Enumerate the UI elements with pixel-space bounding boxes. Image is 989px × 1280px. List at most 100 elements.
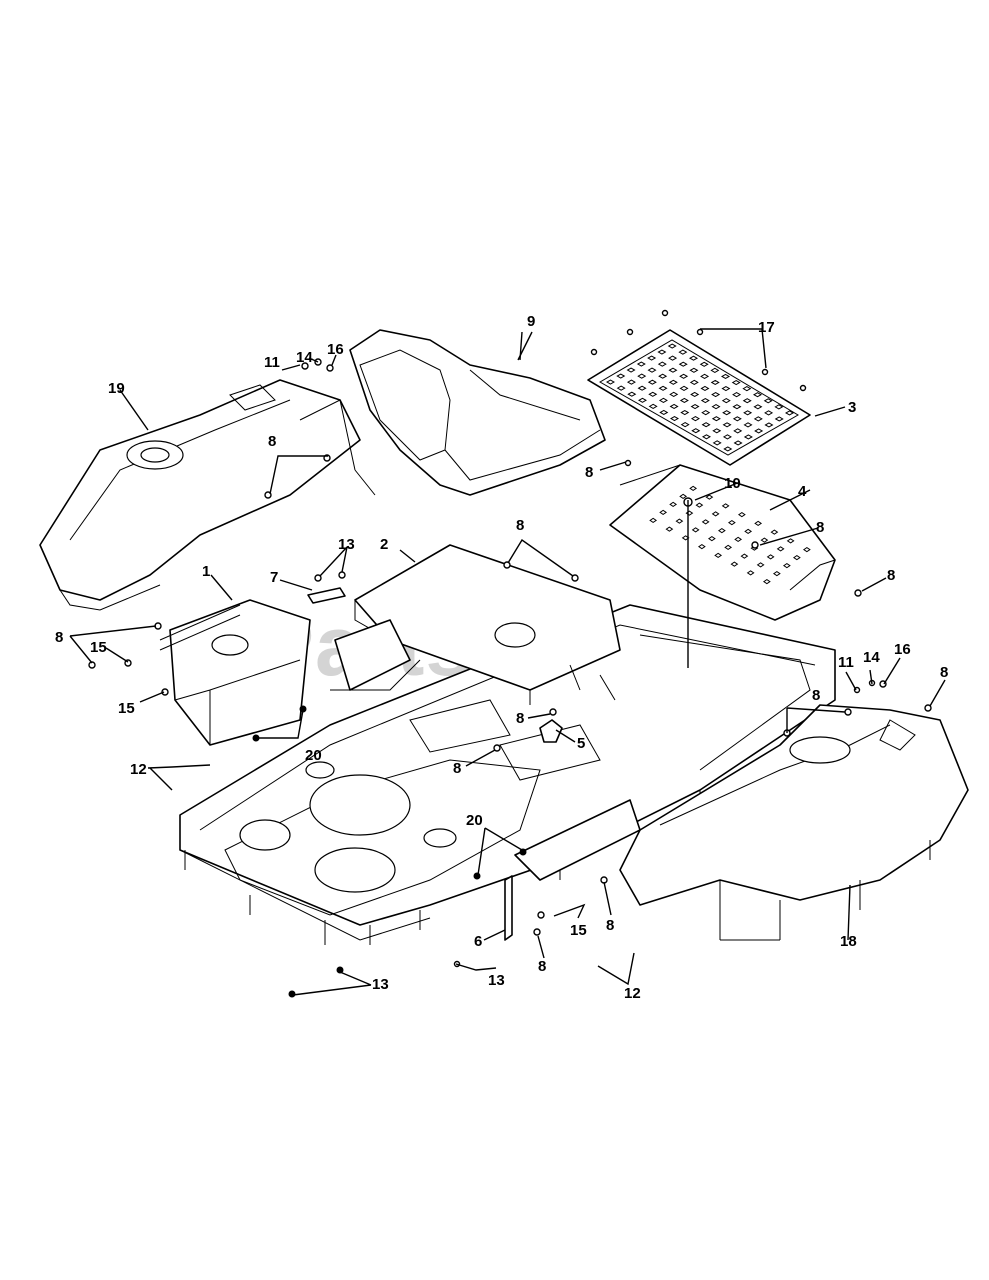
- callout-13: 13: [488, 972, 505, 989]
- grille-diamond: [712, 428, 722, 434]
- grille-diamond: [669, 501, 678, 507]
- grille-diamond: [707, 536, 716, 542]
- callout-8: 8: [268, 433, 276, 450]
- grille-diamond: [626, 367, 636, 373]
- grille-diamond: [679, 385, 689, 391]
- grille-diamond: [792, 555, 801, 561]
- grille-diamond: [700, 385, 710, 392]
- grille-diamond: [689, 367, 699, 373]
- grille-diamond: [647, 355, 657, 361]
- part-18-right-fender: [619, 704, 969, 941]
- grille-diamond: [668, 379, 678, 385]
- grille-diamond: [722, 422, 732, 428]
- grille-diamond: [742, 398, 752, 404]
- callout-18: 18: [840, 933, 857, 950]
- part-6-strap: [504, 875, 513, 941]
- grille-diamond: [742, 386, 752, 392]
- callout-4: 4: [798, 483, 807, 500]
- grille-diamond: [659, 409, 669, 416]
- callout-15: 15: [90, 639, 107, 656]
- grille-diamond: [616, 385, 626, 391]
- callout-8: 8: [538, 958, 546, 975]
- callout-8: 8: [887, 567, 895, 584]
- callout-8: 8: [606, 917, 614, 934]
- grille-diamond: [689, 379, 699, 385]
- part-9-seat: [349, 329, 606, 496]
- grille-diamond: [690, 416, 700, 422]
- callout-16: 16: [327, 341, 344, 358]
- grille-diamond: [743, 434, 753, 440]
- grille-diamond: [753, 392, 763, 398]
- grille-diamond: [658, 397, 668, 403]
- grille-diamond: [711, 404, 721, 410]
- grille-diamond: [754, 520, 763, 526]
- callout-8: 8: [453, 760, 461, 777]
- part-4-foot-plate: [609, 464, 836, 621]
- part-2-center-panel: [330, 544, 621, 705]
- grille-diamond: [743, 422, 753, 428]
- grille-diamond: [711, 416, 721, 422]
- grille-diamond: [691, 527, 700, 533]
- callout-20: 20: [466, 812, 483, 829]
- grille-diamond: [710, 367, 720, 373]
- callout-13: 13: [338, 536, 355, 553]
- grille-diamond: [680, 409, 690, 416]
- grille-diamond: [657, 361, 667, 367]
- right-rail: [514, 799, 641, 881]
- grille-diamond: [732, 392, 742, 398]
- main-frame: [179, 604, 836, 945]
- grille-diamond: [648, 403, 658, 409]
- callout-14: 14: [296, 349, 313, 366]
- grille-diamond: [680, 422, 690, 428]
- grille-diamond: [785, 410, 795, 416]
- grille-diamond: [637, 397, 647, 403]
- grille-diamond: [733, 440, 743, 446]
- grille-diamond: [731, 379, 741, 386]
- grille-diamond: [648, 391, 658, 397]
- grille-diamond: [727, 520, 736, 526]
- callout-13: 13: [372, 976, 389, 993]
- callout-3: 3: [848, 399, 856, 416]
- grille-diamond: [782, 563, 791, 569]
- grille-diamond: [754, 428, 764, 434]
- grille-diamond: [690, 391, 700, 398]
- callout-8: 8: [55, 629, 63, 646]
- grille-diamond: [695, 502, 704, 508]
- grille-diamond: [724, 544, 733, 550]
- part-1-left-bracket: [159, 599, 311, 746]
- callout-5: 5: [577, 735, 585, 752]
- grille-diamond: [678, 349, 688, 355]
- grille-diamond: [636, 361, 646, 367]
- grille-diamond: [700, 373, 710, 379]
- grille-diamond: [730, 561, 739, 567]
- grille-diamond: [756, 562, 765, 568]
- callout-8: 8: [816, 519, 824, 536]
- grille-diamond: [744, 528, 753, 534]
- grille-diamond: [647, 379, 657, 385]
- callout-8: 8: [585, 464, 593, 481]
- grille-diamond: [722, 434, 732, 440]
- grille-diamond: [776, 546, 785, 552]
- grille-diamond: [734, 536, 743, 542]
- grille-diamond: [766, 554, 775, 560]
- callout-6: 6: [474, 933, 482, 950]
- grille-diamond: [669, 415, 679, 422]
- grille-diamond: [772, 571, 781, 577]
- grille-diamond: [649, 517, 658, 523]
- grille-diamond: [689, 485, 698, 491]
- callout-8: 8: [940, 664, 948, 681]
- grille-diamond: [665, 526, 674, 532]
- grille-diamond: [675, 518, 684, 524]
- part-3-grille-plate: [587, 329, 811, 466]
- grille-diamond: [732, 404, 742, 410]
- grille-diamond: [626, 379, 636, 385]
- grille-diamond: [712, 440, 722, 446]
- hardware: [88, 309, 932, 998]
- grille-diamond: [668, 355, 678, 361]
- callout-12: 12: [624, 985, 641, 1002]
- grille-diamond: [690, 403, 700, 410]
- grille-diamond: [721, 398, 731, 404]
- grille-diamond: [746, 570, 755, 576]
- grille-diamond: [723, 446, 733, 452]
